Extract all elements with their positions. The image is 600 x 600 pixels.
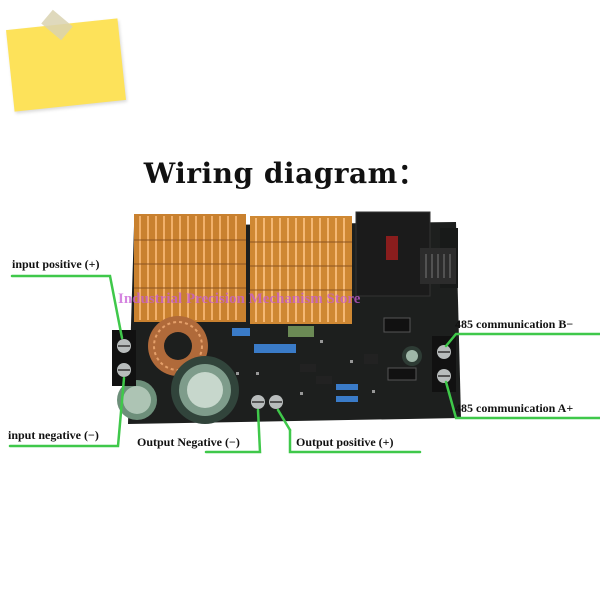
output-terminal xyxy=(251,395,283,409)
capacitor-large xyxy=(171,356,239,424)
comm-terminal xyxy=(432,336,456,392)
callout-lines xyxy=(8,274,600,454)
label-output-positive: Output positive (+) xyxy=(296,435,394,449)
ic-chip xyxy=(383,317,411,333)
input-terminal xyxy=(112,330,136,386)
right-heatsink xyxy=(250,216,352,324)
watermark-text: Industrial Precision Mechanism Store xyxy=(118,291,361,307)
label-input-positive: input positive (+) xyxy=(12,257,100,271)
label-input-negative: input negative (−) xyxy=(8,428,99,442)
label-output-negative: Output Negative (−) xyxy=(137,435,240,449)
label-485-b: 485 communication B− xyxy=(455,317,574,331)
capacitor-small xyxy=(117,380,157,420)
capacitor-right xyxy=(402,346,422,366)
resistor-blue xyxy=(254,344,296,353)
resistor-green xyxy=(288,326,314,337)
diagram-title: Wiring diagram： xyxy=(143,157,427,190)
label-485-a: 485 communication A+ xyxy=(455,401,574,415)
left-heatsink xyxy=(134,214,246,322)
